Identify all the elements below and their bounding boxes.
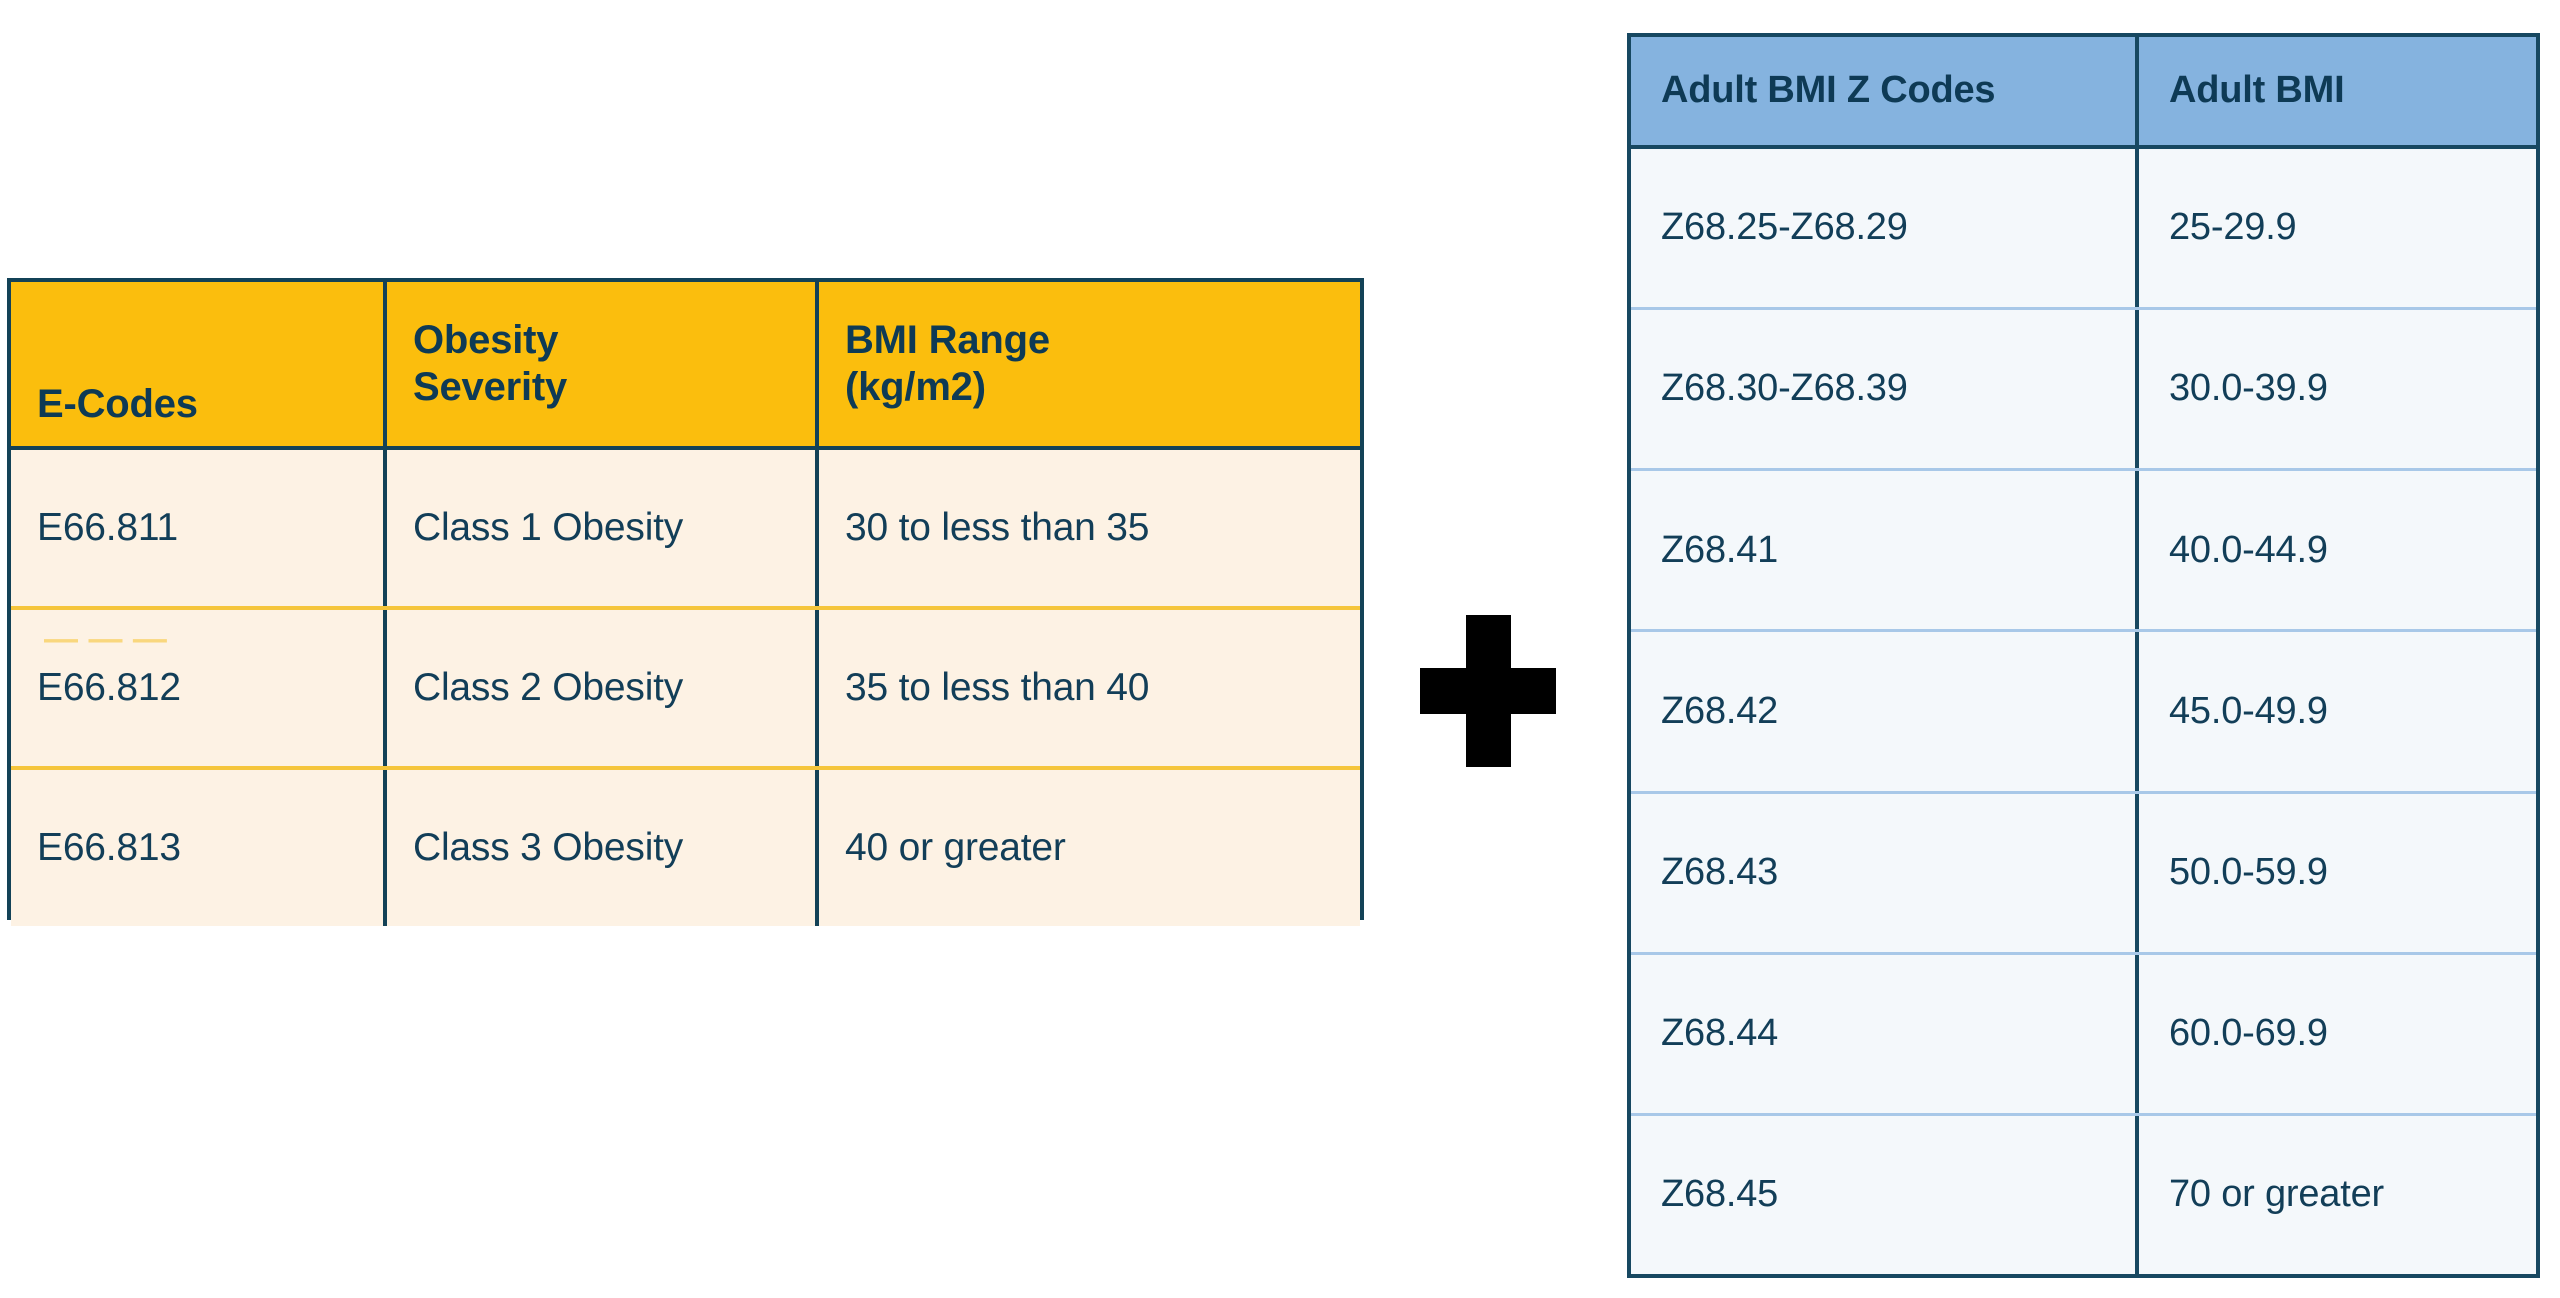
zcode-cell-bmi: 45.0-49.9 bbox=[2135, 632, 2536, 791]
zcode-value-code: Z68.41 bbox=[1661, 528, 1779, 571]
zcode-value-code: Z68.43 bbox=[1661, 850, 1779, 893]
zcode-value-code: Z68.30-Z68.39 bbox=[1661, 367, 1908, 410]
zcode-cell-code: Z68.42 bbox=[1631, 632, 2135, 790]
zcode-value-code: Z68.45 bbox=[1661, 1173, 1779, 1216]
zcode-value-code: Z68.25-Z68.29 bbox=[1661, 206, 1908, 249]
zcode-value-bmi: 70 or greater bbox=[2169, 1173, 2384, 1216]
ecode-value-severity: Class 1 Obesity bbox=[413, 505, 684, 549]
table-row: E66.812 Class 2 Obesity 35 to less than … bbox=[11, 606, 1360, 766]
zcode-value-bmi: 30.0-39.9 bbox=[2169, 367, 2328, 410]
zcode-cell-code: Z68.30-Z68.39 bbox=[1631, 310, 2135, 468]
zcode-value-bmi: 60.0-69.9 bbox=[2169, 1011, 2328, 1054]
table-row: Z68.42 45.0-49.9 bbox=[1631, 629, 2536, 791]
ecode-header-label-severity: Obesity Severity bbox=[413, 317, 568, 409]
zcode-table: Adult BMI Z Codes Adult BMI Z68.25-Z68.2… bbox=[1627, 33, 2540, 1278]
ecode-table-header-row: E-Codes Obesity Severity BMI Range (kg/m… bbox=[11, 282, 1360, 446]
ecode-table: E-Codes Obesity Severity BMI Range (kg/m… bbox=[7, 278, 1364, 926]
ecode-value-bmi-range: 35 to less than 40 bbox=[845, 665, 1150, 709]
table-row: Z68.30-Z68.39 30.0-39.9 bbox=[1631, 307, 2536, 469]
zcode-cell-bmi: 30.0-39.9 bbox=[2135, 310, 2536, 469]
zcode-cell-bmi: 40.0-44.9 bbox=[2135, 471, 2536, 630]
ecode-value-severity: Class 2 Obesity bbox=[413, 665, 684, 709]
zcode-cell-code: Z68.45 bbox=[1631, 1116, 2135, 1274]
zcode-cell-bmi: 25-29.9 bbox=[2135, 149, 2536, 308]
plus-icon bbox=[1420, 615, 1556, 767]
zcode-table-header-row: Adult BMI Z Codes Adult BMI bbox=[1631, 37, 2536, 149]
table-row: Z68.44 60.0-69.9 bbox=[1631, 951, 2536, 1113]
zcode-cell-code: Z68.41 bbox=[1631, 471, 2135, 629]
table-row: Z68.45 70 or greater bbox=[1631, 1112, 2536, 1274]
ecode-header-label-codes: E-Codes bbox=[37, 381, 198, 426]
ecode-cell-code: E66.813 bbox=[11, 770, 383, 926]
ecode-value-severity: Class 3 Obesity bbox=[413, 825, 684, 869]
ecode-value-bmi-range: 40 or greater bbox=[845, 825, 1066, 869]
table-row: Z68.41 40.0-44.9 bbox=[1631, 468, 2536, 630]
ecode-cell-bmi-range: 40 or greater bbox=[815, 770, 1360, 926]
ecode-header-cell-severity: Obesity Severity bbox=[383, 282, 815, 446]
zcode-cell-bmi: 70 or greater bbox=[2135, 1115, 2536, 1274]
ecode-value-bmi-range: 30 to less than 35 bbox=[845, 505, 1150, 549]
ecode-cell-severity: Class 1 Obesity bbox=[383, 450, 815, 606]
ecode-value-code: E66.811 bbox=[37, 505, 179, 549]
zcode-header-cell-codes: Adult BMI Z Codes bbox=[1631, 37, 2135, 145]
ecode-value-code: E66.812 bbox=[37, 665, 181, 709]
plus-icon-horizontal-bar bbox=[1420, 668, 1556, 714]
table-row: E66.813 Class 3 Obesity 40 or greater bbox=[11, 766, 1360, 926]
zcode-header-cell-bmi: Adult BMI bbox=[2135, 37, 2536, 145]
ecode-cell-code: E66.811 bbox=[11, 450, 383, 606]
zcode-header-label-bmi: Adult BMI bbox=[2169, 69, 2345, 112]
ecode-header-cell-codes: E-Codes bbox=[11, 282, 383, 446]
ecode-cell-bmi-range: 30 to less than 35 bbox=[815, 450, 1360, 606]
table-row: Z68.25-Z68.29 25-29.9 bbox=[1631, 149, 2536, 308]
zcode-value-bmi: 45.0-49.9 bbox=[2169, 689, 2328, 732]
zcode-header-label-codes: Adult BMI Z Codes bbox=[1661, 69, 1996, 112]
zcode-cell-code: Z68.25-Z68.29 bbox=[1631, 149, 2135, 307]
zcode-cell-bmi: 50.0-59.9 bbox=[2135, 793, 2536, 952]
zcode-value-code: Z68.44 bbox=[1661, 1011, 1779, 1054]
ecode-header-label-bmi-range: BMI Range (kg/m2) bbox=[845, 317, 1050, 409]
zcode-cell-bmi: 60.0-69.9 bbox=[2135, 954, 2536, 1113]
zcode-value-bmi: 50.0-59.9 bbox=[2169, 850, 2328, 893]
ecode-value-code: E66.813 bbox=[37, 825, 181, 869]
ecode-cell-bmi-range: 35 to less than 40 bbox=[815, 610, 1360, 766]
zcode-value-bmi: 25-29.9 bbox=[2169, 206, 2297, 249]
ecode-cell-code: E66.812 bbox=[11, 610, 383, 766]
ecode-header-cell-bmi-range: BMI Range (kg/m2) bbox=[815, 282, 1360, 446]
table-row: Z68.43 50.0-59.9 bbox=[1631, 790, 2536, 952]
ecode-cell-severity: Class 2 Obesity bbox=[383, 610, 815, 766]
zcode-cell-code: Z68.44 bbox=[1631, 955, 2135, 1113]
zcode-value-code: Z68.42 bbox=[1661, 689, 1779, 732]
table-row: E66.811 Class 1 Obesity 30 to less than … bbox=[11, 446, 1360, 606]
zcode-cell-code: Z68.43 bbox=[1631, 794, 2135, 952]
zcode-value-bmi: 40.0-44.9 bbox=[2169, 528, 2328, 571]
ecode-cell-severity: Class 3 Obesity bbox=[383, 770, 815, 926]
